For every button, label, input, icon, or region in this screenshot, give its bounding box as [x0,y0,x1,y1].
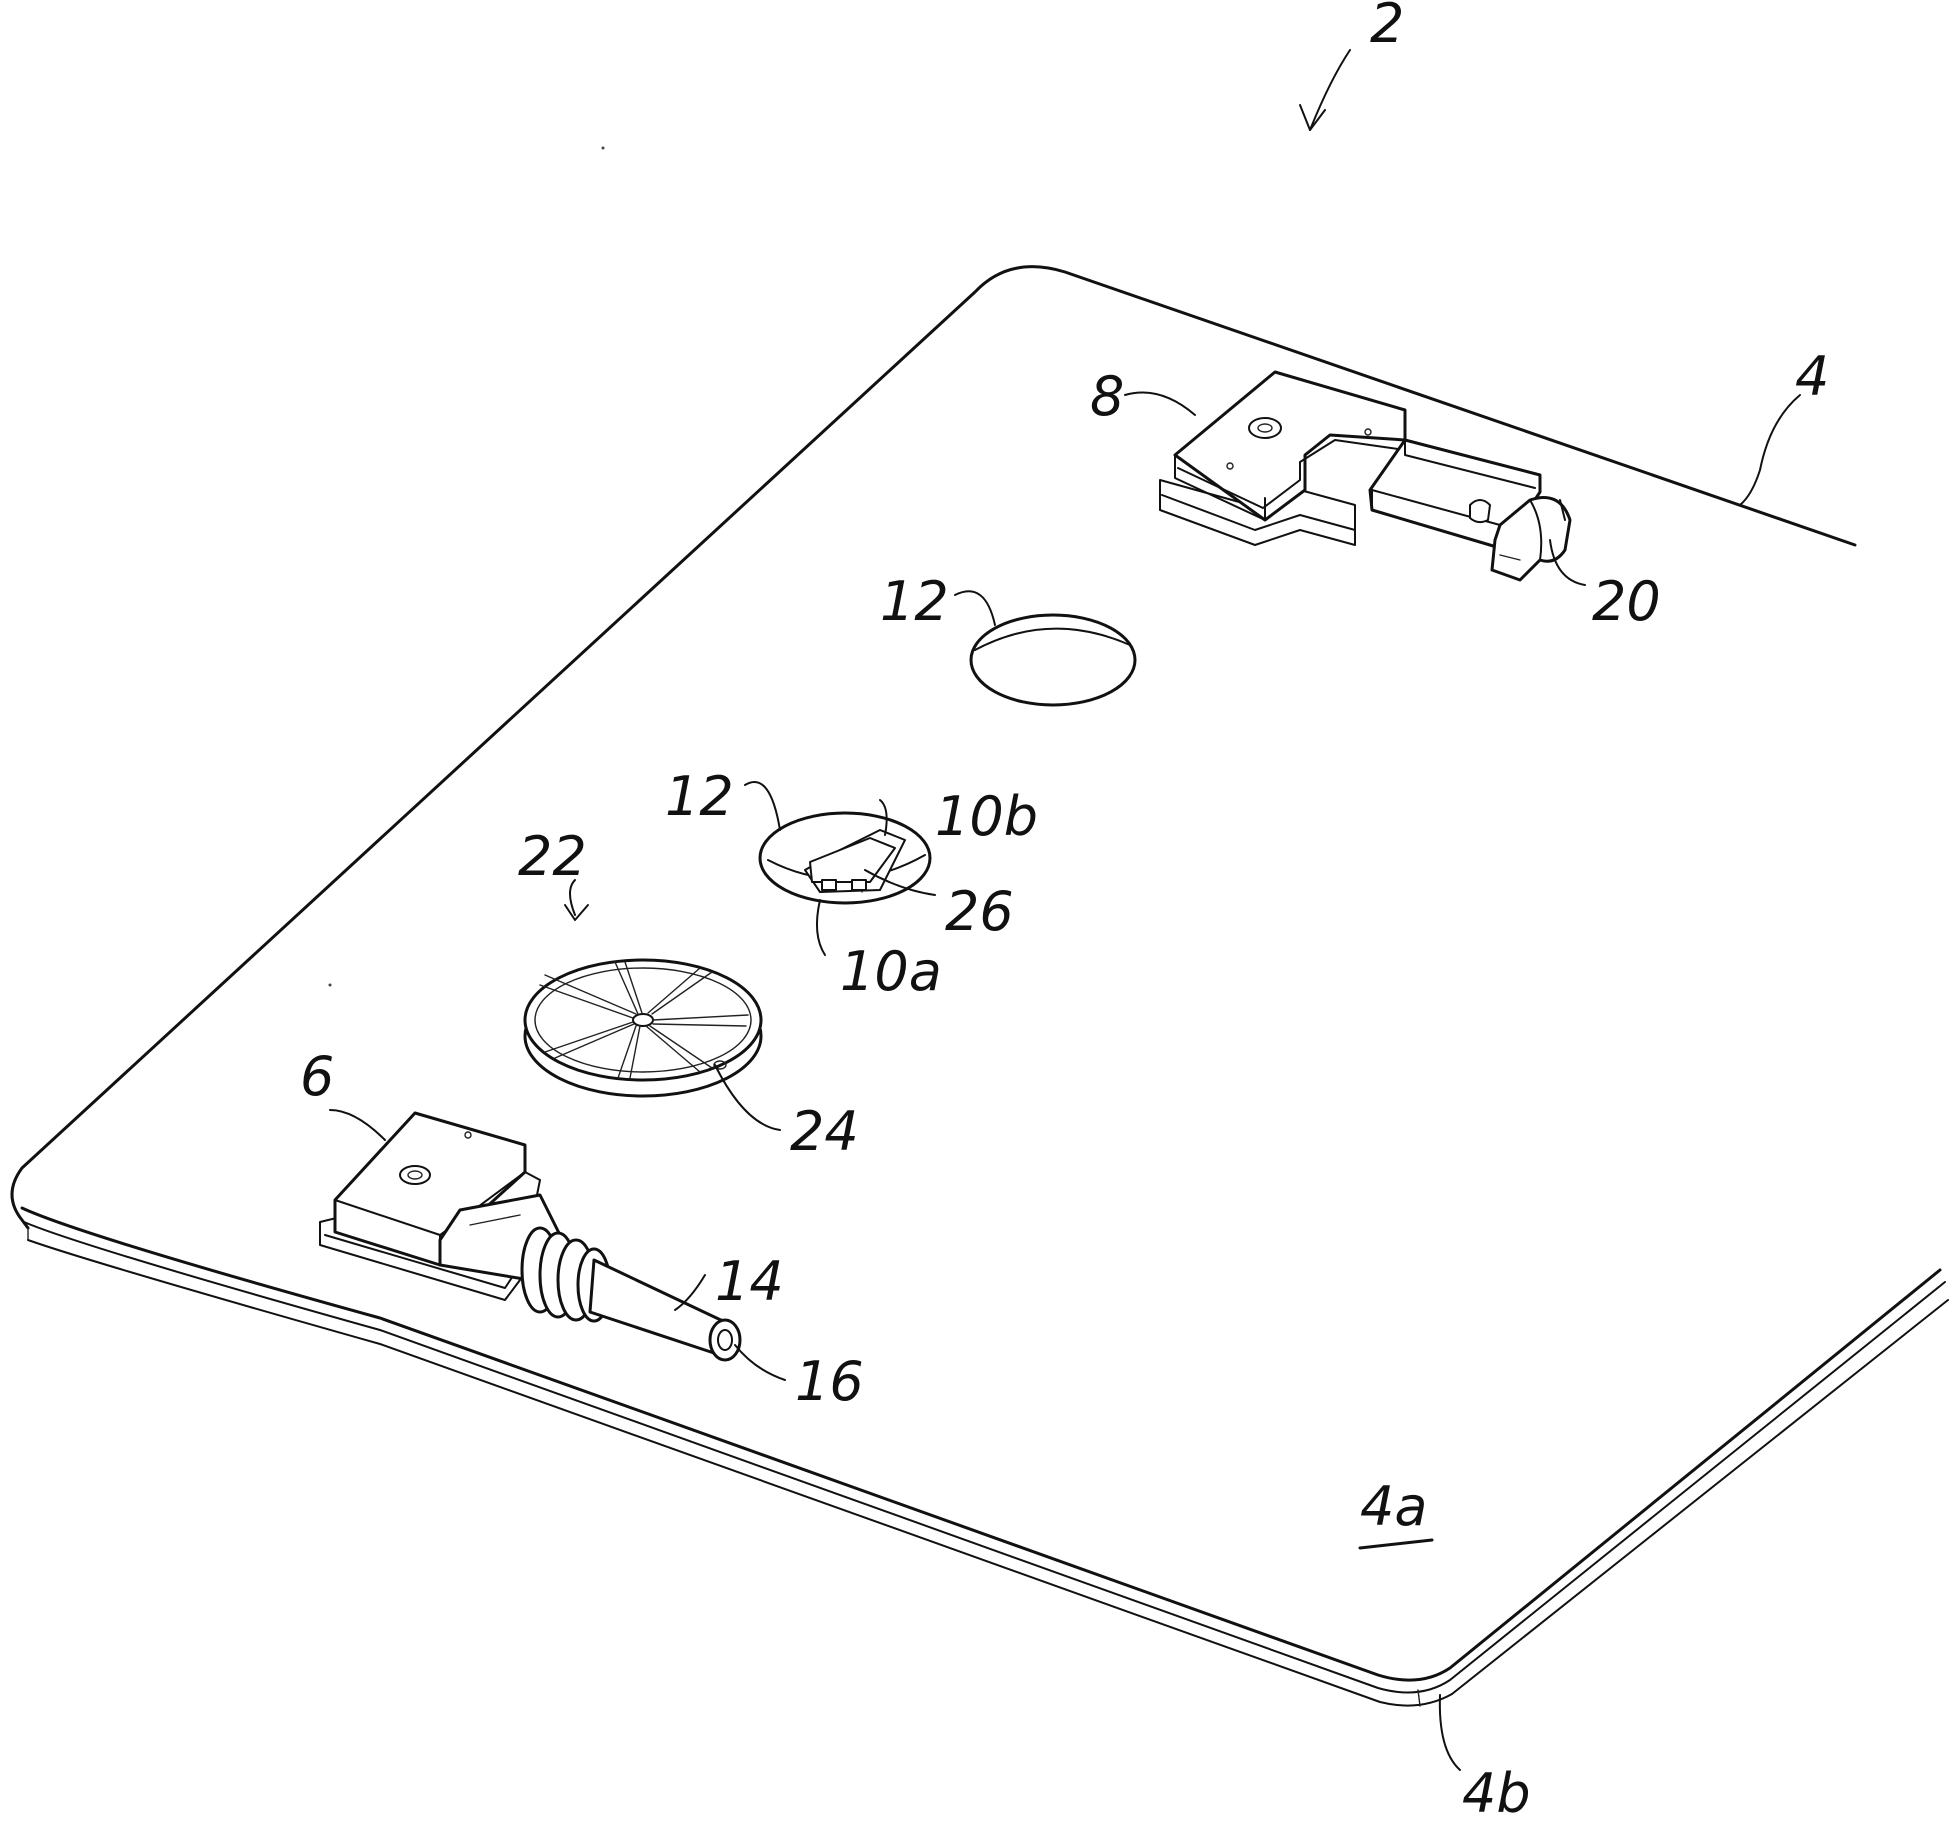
wheel [525,960,761,1096]
label-hole-upper: 12 [880,570,949,633]
label-wheel-rim: 24 [790,1100,859,1163]
label-plate-face: 4a [1360,1475,1427,1538]
leader-lines [330,50,1800,1770]
label-plate: 4 [1795,345,1829,408]
reference-labels: 2 4 4a 4b 6 8 10a 10b 12 12 14 16 20 22 … [300,0,1829,1825]
label-connector-rear: 8 [1090,365,1124,428]
label-cable-end: 16 [795,1350,864,1413]
label-wheel: 22 [518,825,587,888]
connector-front [320,1113,740,1360]
label-contact-left: 10a [840,940,942,1003]
connector-rear [1160,372,1570,580]
speck [602,147,605,150]
label-hole-lower: 12 [665,765,734,828]
label-assembly: 2 [1370,0,1404,55]
label-chip: 26 [945,880,1014,943]
label-plug-arm: 20 [1592,570,1661,633]
hole-lower [760,813,930,903]
hole-upper [971,615,1135,705]
plate [12,267,1948,1706]
label-contact-right: 10b [935,785,1038,848]
label-plate-edge: 4b [1462,1762,1531,1825]
label-cable: 14 [715,1250,784,1313]
label-connector-front: 6 [300,1045,334,1108]
speck [329,984,332,987]
